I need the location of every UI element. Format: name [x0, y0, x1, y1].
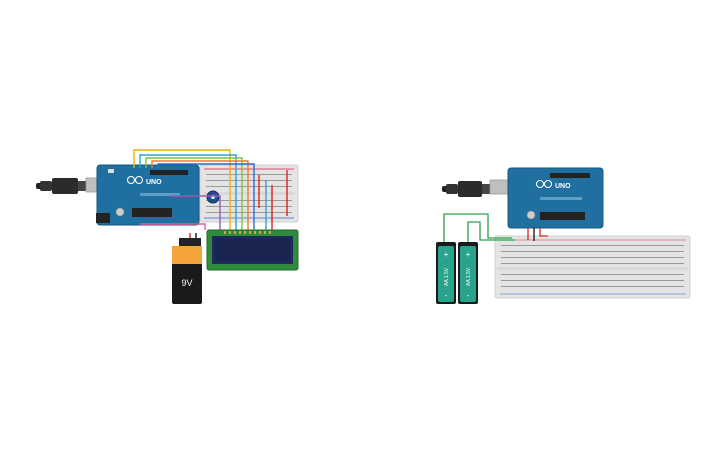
- left-breadboard[interactable]: [199, 164, 299, 223]
- aa-battery-1-minus: -: [445, 291, 448, 300]
- right-arduino-board[interactable]: UNO: [507, 167, 604, 229]
- aa-battery-2[interactable]: + - AA 1.5V: [458, 242, 478, 304]
- battery-9v-label: 9V: [181, 278, 192, 288]
- right-usb-cable[interactable]: [442, 179, 515, 197]
- lcd-display[interactable]: [206, 229, 299, 271]
- right-jumper-wires[interactable]: [443, 213, 548, 242]
- aa-battery-2-minus: -: [467, 291, 470, 300]
- left-arduino-board[interactable]: UNO: [96, 164, 200, 226]
- left-arduino-brand: UNO: [146, 179, 162, 186]
- aa-battery-1-plus: +: [444, 250, 449, 259]
- left-jumper-wires[interactable]: [133, 149, 273, 230]
- battery-9v[interactable]: 9V: [172, 233, 202, 304]
- aa-battery-2-voltage: AA 1.5V: [466, 267, 472, 286]
- aa-battery-2-plus: +: [466, 250, 471, 259]
- left-circuit[interactable]: UNO: [36, 149, 299, 304]
- right-arduino-brand: UNO: [555, 183, 571, 190]
- aa-battery-1[interactable]: + - AA 1.5V: [436, 242, 456, 304]
- aa-battery-1-voltage: AA 1.5V: [444, 267, 450, 286]
- right-breadboard[interactable]: [494, 235, 691, 299]
- right-circuit[interactable]: UNO: [436, 167, 691, 304]
